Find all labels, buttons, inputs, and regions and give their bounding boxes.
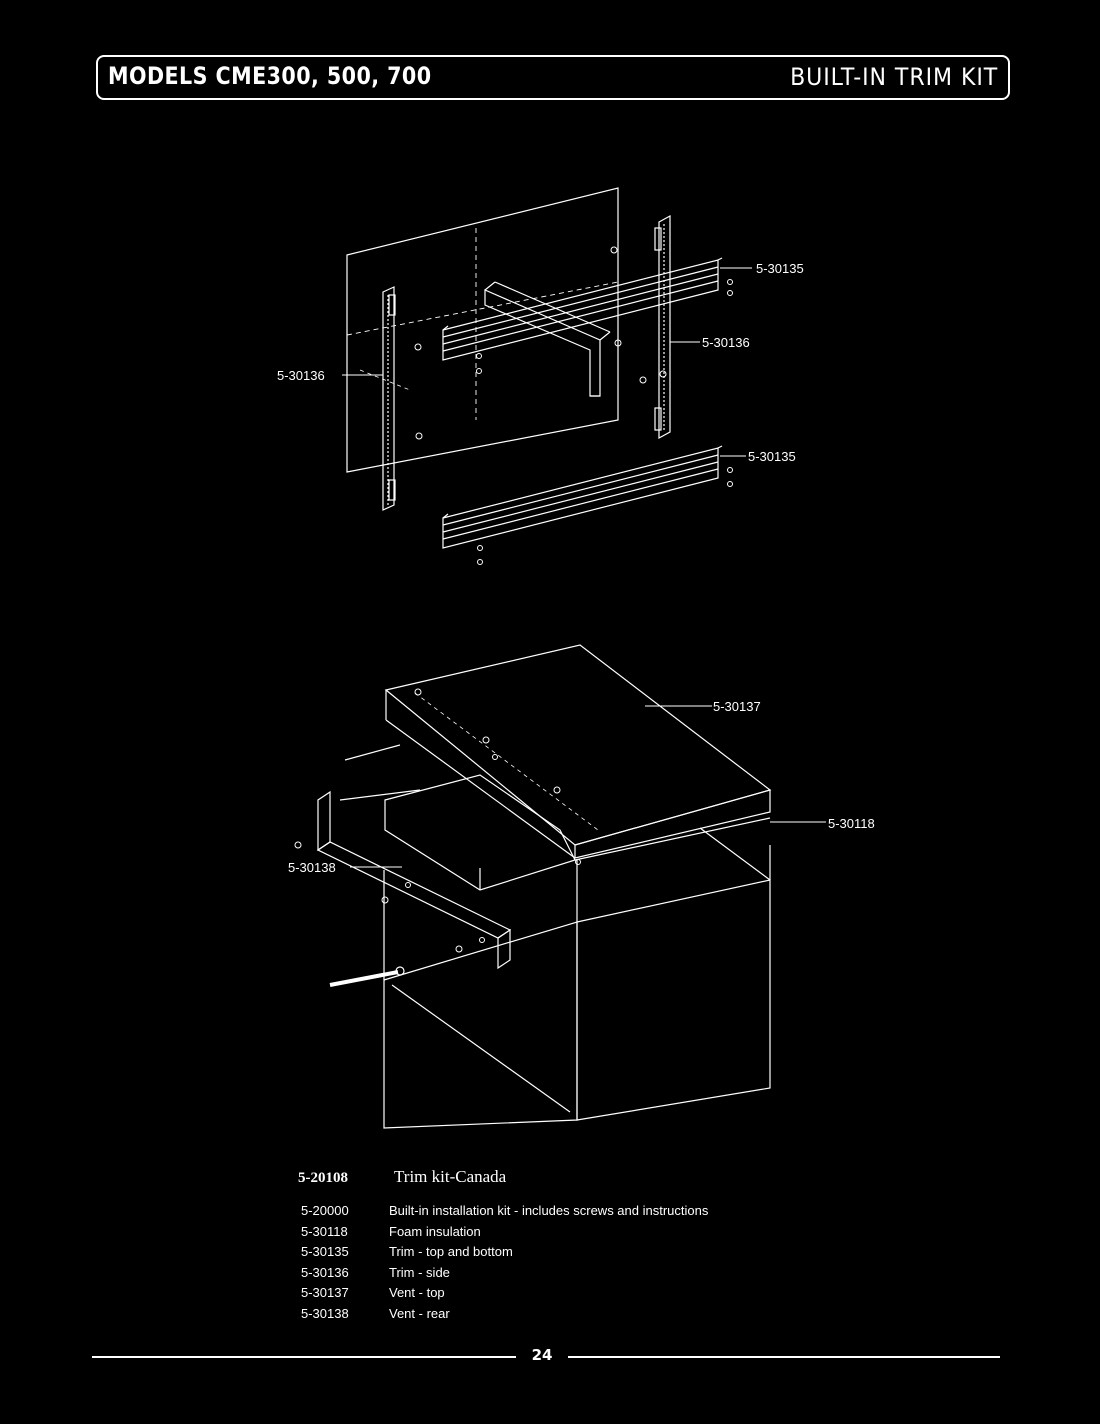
kit-label: Trim kit-Canada [394,1167,507,1186]
part-number: 5-30118 [301,1223,348,1239]
power-cord [329,966,405,987]
top-trim-bar [442,257,723,361]
part-description: Built-in installation kit - includes scr… [389,1203,709,1218]
list-item: 5-30136 Trim - side [301,1265,708,1286]
models-title: MODELS CME300, 500, 700 [108,62,432,90]
callout-vent-top: 5-30137 [713,699,761,714]
page-number: 24 [531,1346,553,1364]
part-description: Trim - side [389,1264,450,1280]
list-item: 5-30138 Vent - rear [301,1306,708,1327]
kit-heading: 5-20108 Trim kit-Canada [298,1167,506,1187]
callout-trim-bottom: 5-30135 [748,449,796,464]
cabinet-panel [346,187,619,473]
part-description: Vent - top [389,1285,445,1300]
callout-trim-top: 5-30135 [756,261,804,276]
screws-upper [414,246,733,565]
left-side-trim [382,286,396,511]
list-item: 5-30118 Foam insulation [301,1224,708,1245]
rear-vent [316,744,512,970]
part-number: 5-30135 [301,1244,349,1259]
part-number: 5-30138 [301,1305,349,1321]
callout-foam: 5-30118 [828,816,875,831]
list-item: 5-30137 Vent - top [301,1285,708,1306]
callout-trim-side-right: 5-30136 [702,335,750,350]
leader-lines-upper [342,267,752,457]
parts-list: 5-20000 Built-in installation kit - inclu… [301,1203,708,1326]
part-number: 5-20000 [301,1203,349,1218]
section-title: BUILT-IN TRIM KIT [789,63,998,91]
top-vent [384,644,772,859]
foam-insulation [384,774,771,891]
footer-rule-left [92,1356,516,1358]
callout-vent-rear: 5-30138 [288,860,336,875]
inner-box [484,281,611,397]
part-number: 5-30136 [301,1264,349,1280]
right-side-trim [654,214,671,440]
footer-rule-right [568,1356,1000,1358]
part-description: Trim - top and bottom [389,1244,513,1259]
part-description: Vent - rear [389,1305,450,1321]
list-item: 5-20000 Built-in installation kit - inclu… [301,1203,708,1224]
part-number: 5-30137 [301,1285,349,1300]
oven-box [383,827,771,1129]
screws-lower [294,688,581,953]
leader-lines-lower [350,705,826,868]
callout-trim-side-left: 5-30136 [277,368,325,383]
page-header: MODELS CME300, 500, 700 BUILT-IN TRIM KI… [96,55,1010,100]
part-description: Foam insulation [389,1223,481,1239]
list-item: 5-30135 Trim - top and bottom [301,1244,708,1265]
kit-number: 5-20108 [298,1170,348,1186]
bottom-trim-bar [442,445,723,549]
